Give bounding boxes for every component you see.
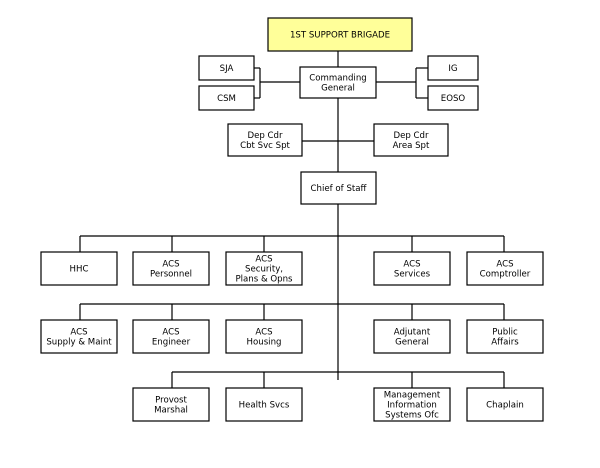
deputy-box-1-frame: [373, 123, 449, 157]
row1-box-0-frame: [40, 251, 118, 286]
row2-box-4-frame: [466, 319, 544, 354]
row2-box-4-label-line: Affairs: [491, 338, 519, 348]
row3-box-3: Chaplain: [466, 387, 544, 422]
staff-box-right-1-frame: [427, 85, 479, 111]
staff-box-left-0-label-line: SJA: [220, 64, 234, 74]
row1-box-2-label-line: Plans & Opns: [235, 275, 293, 285]
commander-box-label-line: General: [321, 84, 355, 94]
row1-box-4-frame: [466, 251, 544, 286]
row1-box-0-label-line: HHC: [70, 265, 89, 275]
deputy-box-1-label-line: Area Spt: [393, 141, 430, 151]
row2-box-0-label-line: ACS: [70, 327, 87, 337]
row3-box-1-label-line: Health Svcs: [239, 401, 290, 411]
row3-box-1: Health Svcs: [225, 387, 303, 422]
connector-lines: [79, 51, 505, 388]
top-unit-box-label-line: 1ST SUPPORT BRIGADE: [290, 31, 390, 41]
row1-box-4-label-line: Comptroller: [480, 270, 531, 280]
chief-of-staff-box-frame: [300, 171, 377, 205]
row1-box-3-frame: [373, 251, 451, 286]
chief-of-staff-box: Chief of Staff: [300, 171, 377, 205]
row1-box-3-label-line: Services: [394, 270, 431, 280]
row1-box-3-label-line: ACS: [403, 259, 420, 269]
row3-box-2-label-line: Management: [384, 390, 441, 400]
row3-box-2-label-line: Systems Ofc: [385, 411, 439, 421]
row3-box-0-frame: [132, 387, 210, 422]
row2-box-1-frame: [132, 319, 210, 354]
chief-of-staff-box-label-line: Chief of Staff: [311, 184, 368, 194]
row3-box-3-frame: [466, 387, 544, 422]
top-unit-box: 1ST SUPPORT BRIGADE: [267, 17, 413, 52]
staff-box-left-1-frame: [198, 85, 255, 111]
row2-box-2-label-line: Housing: [247, 338, 282, 348]
commander-box-frame: [299, 66, 377, 99]
staff-box-right-0-frame: [427, 55, 479, 81]
row2-box-2-label-line: ACS: [255, 327, 272, 337]
staff-box-left-1: CSM: [198, 85, 255, 111]
row3-box-2-label-line: Information: [387, 401, 437, 411]
row2-box-3-label-line: General: [395, 338, 429, 348]
row1-box-4-label-line: ACS: [496, 259, 513, 269]
row2-box-4-label-line: Public: [492, 327, 518, 337]
staff-box-left-0: SJA: [198, 55, 255, 81]
row1-box-1-frame: [132, 251, 210, 286]
staff-box-right-1: EOSO: [427, 85, 479, 111]
top-unit-box-frame: [267, 17, 413, 52]
row1-box-2-label-line: Security,: [245, 265, 283, 275]
deputy-box-0-frame: [227, 123, 303, 157]
row3-box-2-frame: [373, 387, 451, 422]
row2-box-0-frame: [40, 319, 118, 354]
deputy-box-0-label-line: Dep Cdr: [247, 131, 283, 141]
row1-box-1-label-line: ACS: [162, 259, 179, 269]
row1-box-2-frame: [225, 251, 303, 286]
deputy-box-0-label-line: Cbt Svc Spt: [240, 141, 290, 151]
row2-box-2-frame: [225, 319, 303, 354]
row2-box-3-frame: [373, 319, 451, 354]
staff-box-left-0-frame: [198, 55, 255, 81]
row2-box-0-label-line: Supply & Maint: [46, 338, 112, 348]
org-boxes: 1ST SUPPORT BRIGADECommandingGeneralSJAC…: [40, 17, 544, 422]
staff-box-left-1-label-line: CSM: [217, 94, 236, 104]
deputy-box-1-label-line: Dep Cdr: [393, 131, 429, 141]
row1-box-2-label-line: ACS: [255, 254, 272, 264]
row3-box-1-frame: [225, 387, 303, 422]
row3-box-0-label-line: Provost: [155, 395, 187, 405]
row2-box-1-label-line: Engineer: [152, 338, 191, 348]
row3-box-3-label-line: Chaplain: [486, 401, 524, 411]
staff-box-right-0-label-line: IG: [448, 64, 457, 74]
row1-box-1-label-line: Personnel: [150, 270, 192, 280]
row1-box-0: HHC: [40, 251, 118, 286]
staff-box-right-0: IG: [427, 55, 479, 81]
commander-box-label-line: Commanding: [309, 73, 366, 83]
row2-box-3-label-line: Adjutant: [394, 327, 431, 337]
staff-box-right-1-label-line: EOSO: [441, 94, 466, 104]
row3-box-0-label-line: Marshal: [154, 406, 188, 416]
row2-box-1-label-line: ACS: [162, 327, 179, 337]
